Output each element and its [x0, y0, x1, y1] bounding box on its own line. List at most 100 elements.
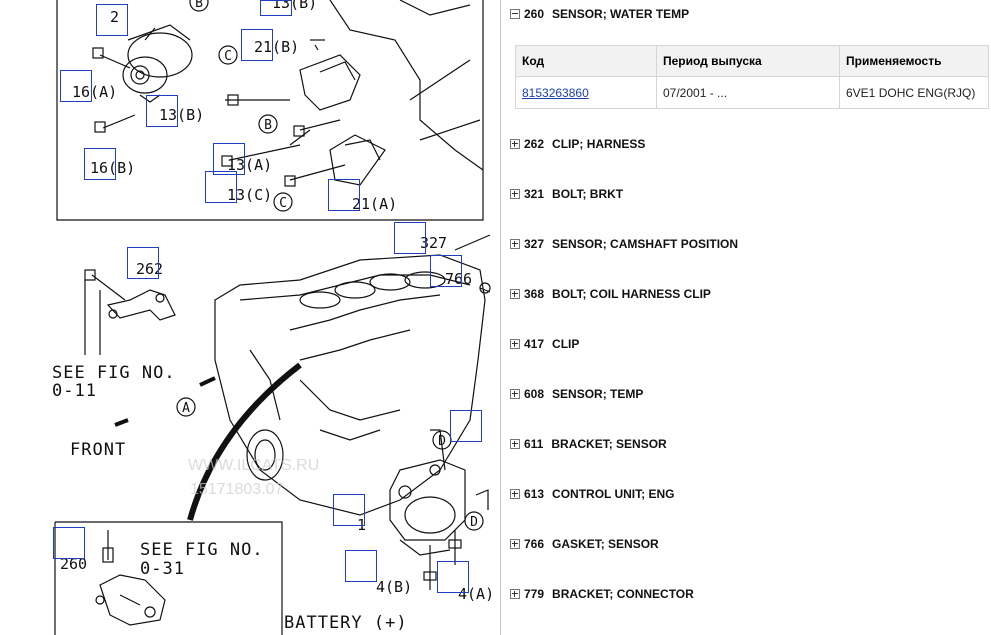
panel-divider[interactable] [500, 0, 501, 635]
part-name: GASKET; SENSOR [552, 537, 659, 551]
hotspot-260[interactable] [53, 527, 85, 559]
expand-icon[interactable] [510, 389, 520, 399]
hotspot-21a[interactable] [328, 179, 360, 211]
part-name: CLIP [552, 337, 580, 351]
hotspot-13a[interactable] [213, 143, 245, 175]
column-header-applicability: Применяемость [839, 45, 989, 77]
part-name: CONTROL UNIT; ENG [552, 487, 675, 501]
part-number: 611 [524, 437, 544, 451]
part-number: 260 [524, 7, 545, 21]
expand-icon[interactable] [510, 439, 520, 449]
collapse-icon[interactable] [510, 9, 520, 19]
circle-letter: C [224, 49, 232, 64]
part-number: 779 [524, 587, 545, 601]
hotspot-d[interactable] [450, 410, 482, 442]
see-fig-number: 0-31 [140, 559, 185, 579]
callout-label: 21(B) [254, 38, 299, 56]
expand-icon[interactable] [510, 339, 520, 349]
expand-icon[interactable] [510, 139, 520, 149]
part-number: 613 [524, 487, 545, 501]
circle-letter: D [470, 515, 478, 530]
part-number: 321 [524, 187, 545, 201]
part-item[interactable]: 417 CLIP [510, 335, 579, 353]
callout-label: 327 [420, 234, 447, 252]
circle-letter: A [182, 401, 190, 416]
see-fig-label: SEE FIG NO. [140, 540, 264, 560]
hotspot-16b[interactable] [84, 148, 116, 180]
expand-icon[interactable] [510, 589, 520, 599]
part-number: 327 [524, 237, 545, 251]
callout-label: 260 [60, 555, 87, 573]
table-header-row: Код Период выпуска Применяемость [515, 45, 989, 77]
callout-label: 13(C) [227, 186, 272, 204]
expand-icon[interactable] [510, 289, 520, 299]
hotspot-16a[interactable] [60, 70, 92, 102]
part-item-260-expanded[interactable]: 260 SENSOR; WATER TEMP [510, 5, 689, 23]
hotspot-4b[interactable] [345, 550, 377, 582]
part-number: 417 [524, 337, 545, 351]
part-name: BRACKET; CONNECTOR [552, 587, 694, 601]
parts-diagram: B C B C A D D 2 13(B) 21(B) 16(A) 13(B) … [52, 0, 495, 635]
applicability-cell: 6VE1 DOHC ENG(RJQ) [839, 76, 989, 109]
part-name: SENSOR; CAMSHAFT POSITION [552, 237, 739, 251]
part-item[interactable]: 608 SENSOR; TEMP [510, 385, 643, 403]
part-item[interactable]: 613 CONTROL UNIT; ENG [510, 485, 674, 503]
part-name: BRACKET; SENSOR [551, 437, 667, 451]
callout-label: 2 [110, 8, 119, 26]
circle-letter: C [279, 196, 287, 211]
hotspot-1[interactable] [333, 494, 365, 526]
hotspot-327[interactable] [394, 222, 426, 254]
part-item[interactable]: 779 BRACKET; CONNECTOR [510, 585, 694, 603]
expand-icon[interactable] [510, 539, 520, 549]
callout-label: 4(A) [458, 585, 494, 603]
hotspot-4a[interactable] [437, 561, 469, 593]
callout-label: 13(B) [159, 106, 204, 124]
part-item[interactable]: 368 BOLT; COIL HARNESS CLIP [510, 285, 711, 303]
hotspot-21b[interactable] [241, 29, 273, 61]
part-number: 766 [524, 537, 545, 551]
hotspot-13b[interactable] [146, 95, 178, 127]
part-number: 608 [524, 387, 545, 401]
part-number: 368 [524, 287, 545, 301]
circle-letter: B [264, 118, 272, 133]
callout-label: 4(B) [376, 578, 412, 596]
part-details-table: Код Период выпуска Применяемость 8153263… [515, 45, 989, 109]
see-fig-label: SEE FIG NO. [52, 363, 176, 383]
hotspot-262[interactable] [127, 247, 159, 279]
part-item[interactable]: 766 GASKET; SENSOR [510, 535, 659, 553]
expand-icon[interactable] [510, 189, 520, 199]
part-item[interactable]: 262 CLIP; HARNESS [510, 135, 645, 153]
diagram-drawing: B C B C A D D 2 13(B) 21(B) 16(A) 13(B) … [52, 0, 494, 635]
watermark-text: 15171803.07 [190, 481, 284, 498]
part-code-link[interactable]: 8153263860 [522, 85, 589, 100]
see-fig-number: 0-11 [52, 381, 97, 401]
part-name: CLIP; HARNESS [552, 137, 646, 151]
table-row: 8153263860 07/2001 - ... 6VE1 DOHC ENG(R… [515, 76, 989, 109]
period-cell: 07/2001 - ... [656, 76, 840, 109]
callout-label: 13(A) [227, 156, 272, 174]
circle-letter: D [438, 434, 446, 449]
part-item[interactable]: 321 BOLT; BRKT [510, 185, 623, 203]
hotspot-13c[interactable] [205, 171, 237, 203]
hotspot-766[interactable] [430, 255, 462, 287]
callout-label: 16(A) [72, 83, 117, 101]
part-number: 262 [524, 137, 545, 151]
expand-icon[interactable] [510, 239, 520, 249]
part-item[interactable]: 611 BRACKET; SENSOR [510, 435, 667, 453]
hotspot-2[interactable] [96, 4, 128, 36]
column-header-code: Код [515, 45, 657, 77]
hotspot-13b-top[interactable] [260, 0, 292, 16]
part-item[interactable]: 327 SENSOR; CAMSHAFT POSITION [510, 235, 738, 253]
column-header-period: Период выпуска [656, 45, 840, 77]
callout-label: 262 [136, 260, 163, 278]
callout-label: 21(A) [352, 195, 397, 213]
callout-label: 766 [445, 270, 472, 288]
expand-icon[interactable] [510, 489, 520, 499]
callout-label: 16(B) [90, 159, 135, 177]
part-name: BOLT; BRKT [552, 187, 624, 201]
battery-label: BATTERY (+) [284, 613, 408, 633]
circle-letter: B [195, 0, 203, 11]
front-label: FRONT [70, 440, 126, 460]
part-name: SENSOR; WATER TEMP [552, 7, 690, 21]
parts-list-panel: 260 SENSOR; WATER TEMP Код Период выпуск… [505, 0, 991, 635]
